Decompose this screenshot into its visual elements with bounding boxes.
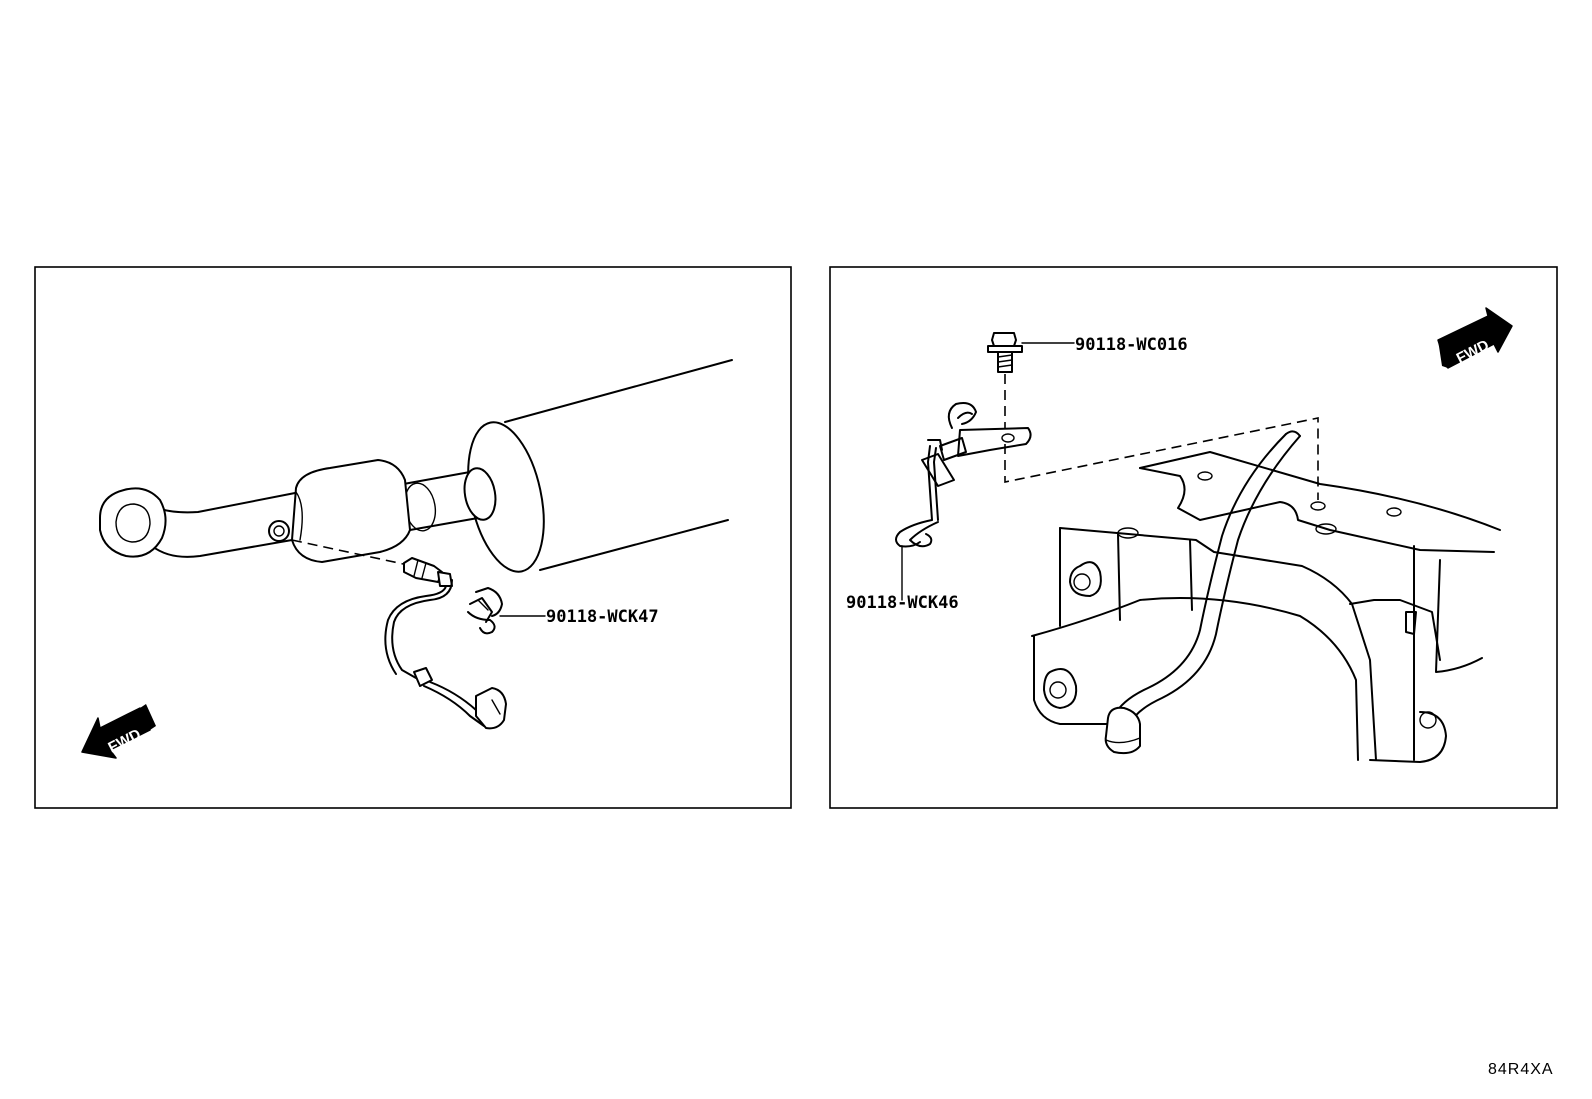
sensor-bracket: [895, 402, 1032, 548]
exhaust-pipe: [397, 467, 497, 532]
chassis-frame: [1031, 451, 1501, 763]
bolt-icon: [987, 332, 1023, 430]
front-pipe-flange: [99, 487, 296, 558]
install-line-right: [1004, 417, 1319, 500]
illustration-code: 84R4XA: [1488, 1061, 1554, 1078]
sensor-clamp: [467, 587, 503, 635]
part-label-90118-wck47: 90118-WCK47: [546, 607, 659, 627]
fwd-arrow-right: FWD: [1437, 307, 1513, 369]
left-panel: 90118-WCK47 FWD: [34, 266, 792, 809]
wire-harness: [1104, 430, 1301, 755]
part-label-90118-wck46: 90118-WCK46: [846, 593, 959, 613]
right-panel: 90118-WC016 FWD 90118-WCK46: [829, 266, 1558, 809]
catalytic-converter: [268, 459, 411, 563]
muffler: [467, 359, 733, 573]
oxygen-sensor: [384, 557, 507, 730]
right-panel-frame: [829, 266, 1558, 809]
install-line: [291, 539, 409, 566]
fwd-arrow-left: FWD: [81, 704, 156, 759]
left-panel-frame: [34, 266, 792, 809]
part-label-90118-wc016: 90118-WC016: [1075, 335, 1188, 355]
